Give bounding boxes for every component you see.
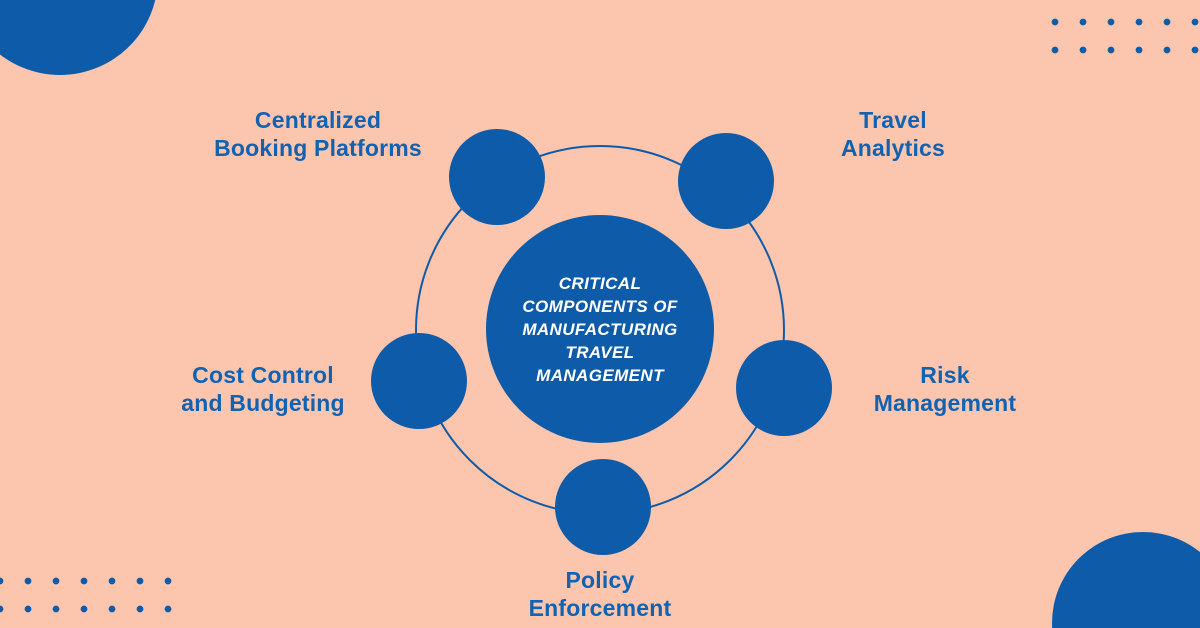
dot-grid-top-right <box>1041 8 1200 64</box>
label-line: and Budgeting <box>181 390 345 416</box>
dot-grid-bottom-left <box>0 567 182 623</box>
node-circle-risk-management <box>736 340 832 436</box>
center-title-line: COMPONENTS OF <box>522 296 678 316</box>
center-title-line: CRITICAL <box>558 273 642 293</box>
center-title-line: TRAVEL <box>565 342 635 362</box>
label-cost-control-and-budgeting: Cost Control and Budgeting <box>113 361 413 417</box>
label-line: Centralized <box>254 107 382 133</box>
center-title-line: MANAGEMENT <box>536 365 664 385</box>
node-circle-centralized-booking-platforms <box>449 129 545 225</box>
node-circle-cost-control-and-budgeting <box>371 333 467 429</box>
label-travel-analytics: Travel Analytics <box>743 106 1043 162</box>
label-line: Enforcement <box>528 595 672 621</box>
label-policy-enforcement: Policy Enforcement <box>450 566 750 622</box>
node-circle-policy-enforcement <box>555 459 651 555</box>
label-line: Management <box>873 390 1017 416</box>
node-circle-travel-analytics <box>678 133 774 229</box>
label-line: Risk <box>920 362 970 388</box>
label-line: Travel <box>859 107 927 133</box>
decorative-circle-bottom-right <box>1052 532 1200 628</box>
center-title-line: MANUFACTURING <box>522 319 678 339</box>
center-circle: CRITICAL COMPONENTS OF MANUFACTURING TRA… <box>486 215 714 443</box>
label-line: Policy <box>565 567 635 593</box>
label-risk-management: Risk Management <box>795 361 1095 417</box>
center-title: CRITICAL COMPONENTS OF MANUFACTURING TRA… <box>509 272 691 387</box>
label-line: Analytics <box>840 135 946 161</box>
label-line: Cost Control <box>192 362 334 388</box>
decorative-circle-top-left <box>0 0 158 75</box>
label-centralized-booking-platforms: Centralized Booking Platforms <box>168 106 468 162</box>
label-line: Booking Platforms <box>214 135 422 161</box>
